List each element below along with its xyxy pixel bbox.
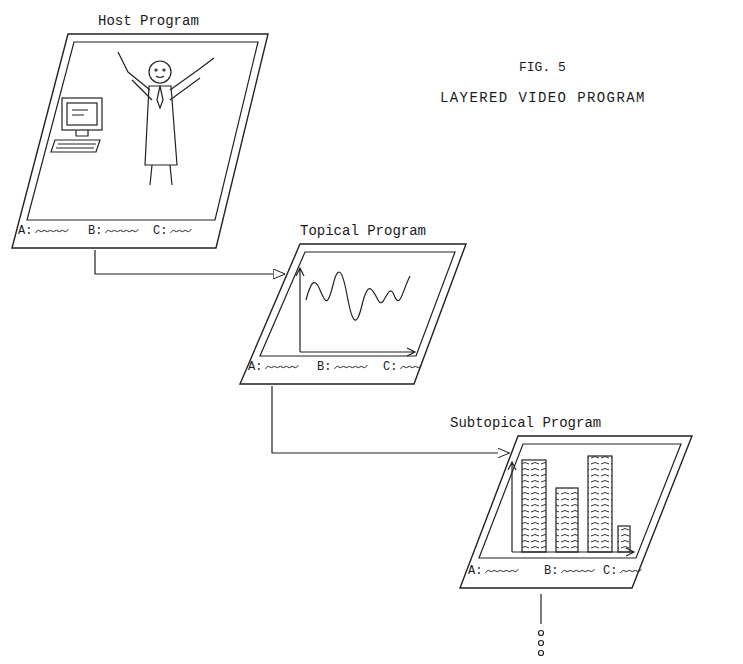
panel-heading: Host Program [98,12,199,30]
track-label: C: [153,224,167,238]
video-panel: Topical ProgramA: B: C: [238,222,468,384]
track-label: A: [18,224,32,238]
text-scribble [105,229,138,233]
panel-outline [448,414,694,588]
panel-border [12,34,268,248]
panel-heading: Topical Program [300,222,426,240]
track-label: A: [468,564,482,578]
flow-arrow [95,250,285,274]
continuation-mark [539,594,544,656]
figure-title: LAYERED VIDEO PROGRAM [440,90,646,106]
panel-outline [238,222,468,384]
text-scribble [334,365,367,369]
track-label: B: [317,360,331,374]
text-scribble [485,569,518,573]
panel-border [240,244,466,384]
bar-chart [508,456,634,556]
panel-outline [10,12,272,248]
text-scribble [265,365,298,369]
video-panel: Subtopical ProgramA: B: C: [448,414,694,588]
text-scribble [400,365,421,369]
computer-drawing [51,98,102,152]
panel-heading: Subtopical Program [450,414,601,432]
panel-border [460,436,692,588]
line-chart [296,268,415,356]
text-scribble [170,229,191,233]
presenter-drawing [118,52,214,185]
track-label: A: [248,360,262,374]
text-scribble [561,569,594,573]
screen-frame [27,42,258,220]
track-label: C: [603,564,617,578]
track-label: B: [544,564,558,578]
track-label: B: [88,224,102,238]
video-panel: Host ProgramA: B: C: [10,12,272,248]
figure-number: FIG. 5 [519,60,566,75]
track-label: C: [383,360,397,374]
text-scribble [35,229,68,233]
